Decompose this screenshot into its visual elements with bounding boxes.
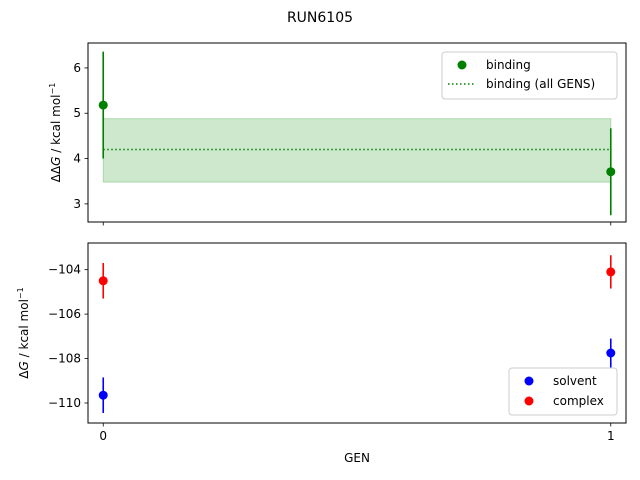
solvent-point xyxy=(606,348,616,358)
figure-title: RUN6105 xyxy=(287,10,353,26)
top-legend: binding binding (all GENS) xyxy=(441,51,618,100)
top-legend-box xyxy=(441,51,618,100)
x-tick-label: 0 xyxy=(99,429,107,443)
bottom-y-tick-label: −106 xyxy=(48,307,81,321)
legend-marker-binding xyxy=(457,60,467,70)
top-x-ticks xyxy=(102,222,612,226)
legend-marker-complex xyxy=(524,396,534,406)
legend-label-complex: complex xyxy=(553,394,604,408)
top-plot-area xyxy=(98,51,616,216)
top-y-tick-label: 4 xyxy=(73,152,81,166)
top-axes-frame xyxy=(87,42,627,223)
bottom-y-ticks: −110 −108 −106 −104 xyxy=(48,263,88,410)
bottom-legend-box xyxy=(508,367,618,416)
legend-label-binding-all-gens: binding (all GENS) xyxy=(486,77,595,91)
bottom-axes-frame xyxy=(87,242,627,424)
top-y-tick-label: 6 xyxy=(73,61,81,75)
top-y-tick-label: 3 xyxy=(73,197,81,211)
top-y-ticks: 3 4 5 6 xyxy=(73,61,88,211)
top-y-axis-label: ΔΔG / kcal mol−1 xyxy=(48,83,63,183)
x-axis-label: GEN xyxy=(344,451,370,465)
complex-point xyxy=(606,267,616,277)
bottom-legend: solvent complex xyxy=(508,367,618,416)
bottom-y-tick-label: −108 xyxy=(48,352,81,366)
bottom-y-tick-label: −104 xyxy=(48,263,81,277)
legend-label-binding: binding xyxy=(486,58,531,72)
binding-point xyxy=(98,100,108,110)
x-tick-label: 1 xyxy=(607,429,615,443)
top-panel: 3 4 5 6 ΔΔG / kcal mol−1 binding binding (a… xyxy=(48,42,627,226)
complex-point xyxy=(98,276,108,286)
binding-all-gens-band xyxy=(102,118,612,183)
legend-label-solvent: solvent xyxy=(553,374,597,388)
top-y-tick-label: 5 xyxy=(73,106,81,120)
binding-point xyxy=(606,167,616,177)
solvent-point xyxy=(98,390,108,400)
bottom-y-axis-label: ΔG / kcal mol−1 xyxy=(16,287,31,378)
bottom-plot-area xyxy=(98,255,616,413)
legend-marker-solvent xyxy=(524,376,534,386)
bottom-y-tick-label: −110 xyxy=(48,396,81,410)
